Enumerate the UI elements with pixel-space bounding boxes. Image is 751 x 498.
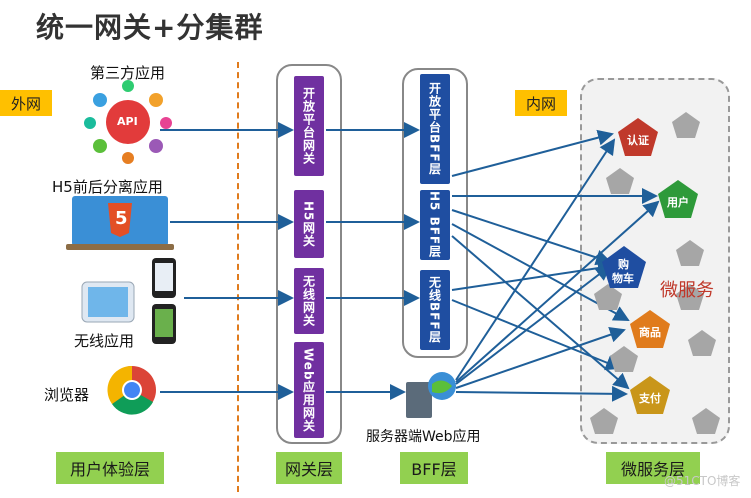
product-service-node: [630, 310, 670, 348]
auth-service-label[interactable]: 认证: [627, 134, 649, 147]
pay-service-label[interactable]: 支付: [639, 392, 661, 405]
page-title: 统一网关+分集群: [36, 11, 264, 44]
open-platform-gateway[interactable]: 开放平台网关: [294, 76, 324, 176]
html5-badge-text: 5: [115, 208, 128, 229]
cart-service-label-1[interactable]: 购: [618, 258, 629, 271]
apple-phone-icon: [152, 258, 176, 298]
cart-service-node: [602, 246, 646, 288]
wireless-app-label: 无线应用: [74, 332, 135, 350]
bff-cluster: [402, 68, 468, 358]
inner-zone-label: 内网: [515, 90, 567, 116]
watermark: @51CTO博客: [664, 474, 741, 488]
api-icon: [84, 80, 172, 164]
browser-label: 浏览器: [44, 386, 90, 404]
auth-service-node: [618, 118, 658, 156]
h5-app-label: H5前后分离应用: [52, 178, 163, 196]
user-service-node: [658, 180, 698, 218]
tablet-icon: [81, 281, 135, 323]
api-badge-text: API: [117, 115, 138, 128]
third-party-app-label: 第三方应用: [90, 64, 166, 82]
bff-layer-label: BFF层: [400, 452, 468, 484]
product-service-label[interactable]: 商品: [639, 326, 661, 339]
cart-service-label-2[interactable]: 物车: [612, 272, 634, 285]
html5-laptop-icon: [66, 196, 174, 250]
chrome-icon: [107, 365, 156, 415]
user-service-label[interactable]: 用户: [667, 196, 689, 209]
wireless-bff[interactable]: 无线BFF层: [420, 270, 450, 350]
idle-service-nodes: [590, 112, 720, 434]
h5-bff[interactable]: H5 BFF层: [420, 190, 450, 260]
open-platform-bff[interactable]: 开放平台BFF层: [420, 74, 450, 184]
outer-zone-label-text: 外网: [0, 90, 52, 116]
webapp-server-label: 服务器端Web应用: [366, 429, 481, 445]
android-phone-icon: [152, 304, 176, 344]
user-layer-label: 用户体验层: [56, 452, 164, 484]
microservice-label: 微服务: [660, 280, 714, 301]
web-app-gateway[interactable]: Web应用网关: [294, 342, 324, 438]
micro-layer-label: 微服务层: [606, 452, 700, 484]
h5-gateway[interactable]: H5网关: [294, 190, 324, 258]
gateway-cluster: [276, 64, 342, 444]
pay-service-node: [630, 376, 670, 414]
zone-divider: [237, 62, 239, 492]
gateway-layer-label: 网关层: [276, 452, 342, 484]
web-server-icon: [406, 372, 456, 418]
wireless-gateway[interactable]: 无线网关: [294, 268, 324, 334]
